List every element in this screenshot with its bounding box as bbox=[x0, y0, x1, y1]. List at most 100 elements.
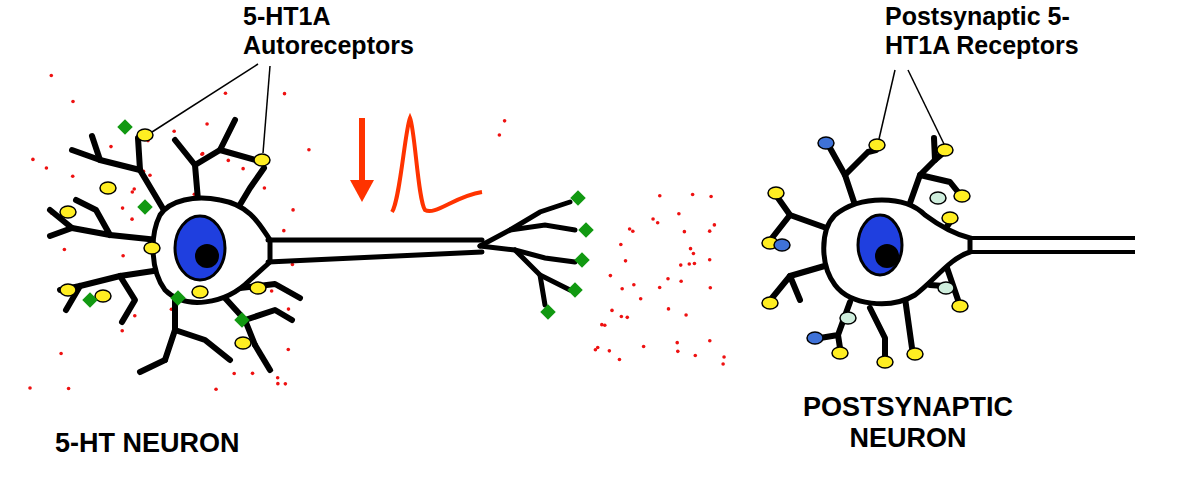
drawing-stroke bbox=[220, 150, 256, 160]
serotonin-dot bbox=[708, 258, 712, 262]
drawing-stroke bbox=[175, 330, 230, 360]
serotonin-dots bbox=[28, 74, 726, 391]
serotonin-dot bbox=[600, 323, 604, 327]
drawing-stroke bbox=[120, 276, 135, 322]
drawing-stroke bbox=[790, 276, 800, 300]
serotonin-dot bbox=[109, 145, 113, 149]
drawing-stroke bbox=[268, 252, 482, 262]
transporter-diamond bbox=[578, 222, 594, 238]
label: 5-HT1A Autoreceptors bbox=[243, 2, 453, 60]
serotonin-dot bbox=[666, 277, 670, 281]
serotonin-dot bbox=[148, 173, 152, 177]
drawing-stroke bbox=[359, 118, 365, 182]
label-box: POSTSYNAPTIC NEURON bbox=[783, 392, 1033, 454]
serotonin-dot bbox=[656, 221, 660, 225]
serotonin-dot bbox=[687, 262, 691, 266]
receptor bbox=[954, 190, 970, 202]
transporter-diamond bbox=[170, 290, 186, 306]
label: 5-HT NEURON bbox=[55, 428, 315, 459]
serotonin-dot bbox=[503, 119, 507, 123]
serotonin-dot bbox=[120, 329, 124, 333]
serotonin-dot bbox=[677, 212, 681, 216]
serotonin-dot bbox=[620, 287, 624, 291]
transporter-diamond bbox=[570, 190, 586, 206]
receptor bbox=[774, 239, 790, 251]
serotonin-dot bbox=[45, 166, 49, 170]
drawing-stroke bbox=[140, 360, 165, 372]
drawing-stroke bbox=[255, 345, 270, 370]
serotonin-dot bbox=[658, 194, 662, 198]
serotonin-dot bbox=[667, 307, 671, 311]
serotonin-dot bbox=[619, 243, 623, 247]
leader-line bbox=[263, 66, 270, 153]
receptor bbox=[938, 282, 954, 294]
drawing-stroke bbox=[968, 236, 1135, 240]
leader-line bbox=[879, 70, 895, 139]
serotonin-dot bbox=[628, 227, 632, 231]
receptor bbox=[840, 312, 856, 324]
serotonin-dot bbox=[610, 309, 614, 313]
drawing-stroke bbox=[934, 138, 935, 160]
receptor bbox=[937, 144, 953, 156]
receptor bbox=[250, 282, 266, 294]
serotonin-dot bbox=[287, 307, 291, 311]
drawing-stroke bbox=[772, 215, 790, 238]
drawing-stroke bbox=[76, 200, 110, 235]
serotonin-dot bbox=[608, 349, 612, 353]
drawing-stroke bbox=[350, 180, 374, 202]
receptor bbox=[60, 206, 76, 218]
label: POSTSYNAPTIC NEURON bbox=[783, 392, 1033, 454]
drawing-stroke bbox=[138, 138, 165, 212]
serotonin-dot bbox=[498, 133, 502, 137]
serotonin-dot bbox=[291, 208, 295, 212]
serotonin-dot bbox=[200, 152, 204, 156]
serotonin-dot bbox=[284, 382, 288, 386]
serotonin-dot bbox=[282, 229, 286, 233]
drawing-stroke bbox=[778, 198, 832, 230]
nucleolus bbox=[875, 244, 899, 268]
label-box: 5-HT1A Autoreceptors bbox=[243, 2, 453, 60]
serotonin-dot bbox=[227, 159, 231, 163]
leader-line bbox=[908, 70, 944, 144]
drawing-stroke bbox=[845, 150, 876, 175]
serotonin-dot bbox=[133, 314, 137, 318]
serotonin-dot bbox=[307, 148, 311, 152]
nucleus bbox=[175, 216, 225, 280]
drawing-stroke bbox=[238, 168, 264, 208]
drawing-stroke bbox=[268, 238, 482, 243]
serotonin-dot bbox=[693, 262, 697, 266]
drawing-stroke bbox=[240, 284, 300, 298]
receptor bbox=[137, 129, 153, 141]
serotonin-dot bbox=[224, 92, 228, 96]
drawing-stroke bbox=[195, 120, 235, 165]
serotonin-dot bbox=[59, 352, 63, 356]
receptor bbox=[60, 284, 76, 296]
serotonin-dot bbox=[689, 247, 693, 251]
receptor bbox=[877, 356, 893, 368]
serotonin-dot bbox=[708, 339, 712, 343]
receptor bbox=[869, 139, 885, 151]
receptor bbox=[930, 192, 946, 204]
receptor bbox=[100, 182, 116, 194]
drawing-stroke bbox=[392, 118, 482, 212]
receptor bbox=[952, 300, 968, 312]
serotonin-dot bbox=[618, 358, 622, 362]
label-box: Postsynaptic 5-HT1A Receptors bbox=[885, 2, 1119, 60]
serotonin-dot bbox=[286, 348, 290, 352]
drawing-stroke bbox=[92, 136, 100, 160]
serotonin-dot bbox=[624, 259, 628, 263]
serotonin-dot bbox=[241, 167, 245, 171]
serotonin-dot bbox=[721, 362, 725, 366]
receptor bbox=[807, 332, 823, 344]
drawing-stroke bbox=[838, 335, 840, 348]
serotonin-dot bbox=[609, 274, 613, 278]
receptor bbox=[254, 154, 270, 166]
serotonin-dot bbox=[28, 386, 32, 390]
serotonin-dot bbox=[130, 217, 134, 221]
drawing-stroke bbox=[968, 250, 1135, 254]
transporter-diamond bbox=[574, 252, 590, 268]
label-box: 5-HT NEURON bbox=[55, 428, 315, 459]
serotonin-dot bbox=[683, 230, 687, 234]
receptor bbox=[762, 297, 778, 309]
serotonin-dot bbox=[67, 387, 71, 391]
